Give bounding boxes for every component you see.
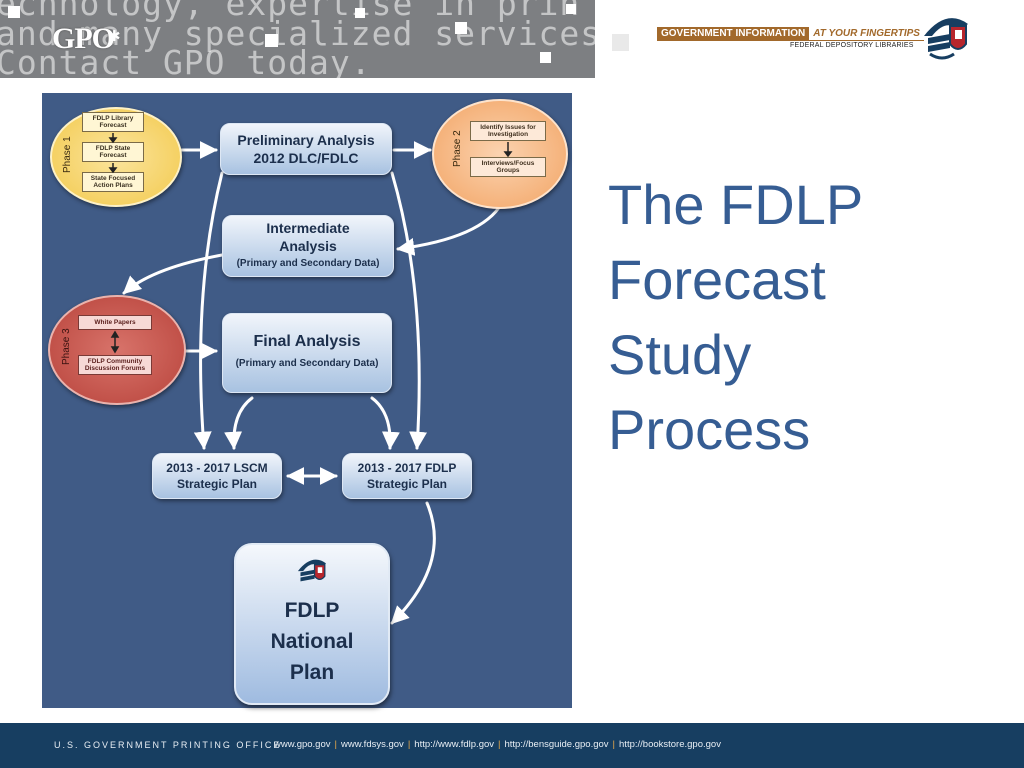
intermediate-line1: Intermediate (266, 220, 350, 236)
phase3-item-discussion-forums: FDLP Community Discussion Forums (78, 355, 152, 375)
lscm-strategic-plan-box: 2013 - 2017 LSCM Strategic Plan (152, 453, 282, 499)
header-banner: echnology, expertise in prin and many sp… (0, 0, 595, 78)
national-line1: FDLP (284, 599, 340, 622)
banner-text-line-2: and many specialized services. (0, 14, 595, 53)
title-line-4: Process (608, 398, 811, 461)
intermediate-sub: (Primary and Secondary Data) (236, 258, 380, 269)
preliminary-line1: Preliminary Analysis (237, 132, 375, 148)
diagram-connectors (122, 141, 504, 625)
fdlp-national-plan-box: FDLP National Plan (234, 543, 390, 705)
fdlp-plan-line2: Strategic Plan (366, 477, 448, 491)
banner-square (8, 6, 20, 18)
tagline-at-your-fingertips: AT YOUR FINGERTIPS (809, 27, 924, 41)
arrow-preliminary-to-fdlp-plan (390, 171, 428, 450)
banner-square (612, 34, 629, 51)
national-plan-text: FDLP National Plan (236, 595, 388, 688)
banner-square (355, 8, 365, 18)
national-line3: Plan (289, 661, 335, 684)
title-line-1: The FDLP (608, 173, 864, 236)
footer-link-fdlp[interactable]: http://www.fdlp.gov (414, 739, 495, 750)
fdlp-strategic-plan-box: 2013 - 2017 FDLP Strategic Plan (342, 453, 472, 499)
phase1-item-library-forecast: FDLP Library Forecast (82, 112, 144, 132)
footer-link-bookstore[interactable]: http://bookstore.gpo.gov (619, 739, 721, 750)
banner-square (566, 4, 576, 14)
phase2-item-interviews: Interviews/Focus Groups (470, 157, 546, 177)
fdl-tagline: GOVERNMENT INFORMATION AT YOUR FINGERTIP… (657, 27, 924, 41)
fdlp-plan-line1: 2013 - 2017 FDLP (357, 461, 457, 475)
slide-title: The FDLP Forecast Study Process (608, 167, 1008, 467)
footer-bar: U.S. GOVERNMENT PRINTING OFFICE www.gpo.… (0, 723, 1024, 768)
intermediate-line2: Analysis (279, 238, 337, 254)
tagline-government-information: GOVERNMENT INFORMATION (657, 27, 810, 41)
footer-separator: | (498, 739, 501, 750)
gpo-logo: GPO (52, 22, 115, 55)
phase2-item-identify-issues: Identify Issues for Investigation (470, 121, 546, 141)
arrow-fdlp-plan-to-national (390, 501, 436, 625)
phase-inner-arrows (108, 133, 513, 354)
arrow-preliminary-to-lscm (193, 171, 224, 450)
final-line1: Final Analysis (253, 333, 361, 350)
banner-square (265, 34, 278, 47)
footer-link-bensguide[interactable]: http://bensguide.gpo.gov (504, 739, 609, 750)
preliminary-analysis-box: Preliminary Analysis 2012 DLC/FDLC (220, 123, 392, 175)
intermediate-analysis-box: Intermediate Analysis (Primary and Secon… (222, 215, 394, 277)
arrow-final-to-fdlp-plan (370, 396, 400, 450)
arrow-final-to-lscm (224, 396, 254, 450)
title-line-3: Study (608, 323, 752, 386)
national-line2: National (270, 630, 354, 653)
fdl-eagle-logo-icon (924, 18, 968, 60)
gpo-star-icon: ✱ (108, 28, 121, 45)
banner-text-line-1: echnology, expertise in prin (0, 0, 581, 23)
preliminary-line2: 2012 DLC/FDLC (253, 150, 359, 166)
banner-text-line-3: Contact GPO today. (0, 43, 372, 78)
phase3-item-white-papers: White Papers (78, 315, 152, 330)
lscm-line2: Strategic Plan (176, 477, 258, 491)
footer-org-name: U.S. GOVERNMENT PRINTING OFFICE (54, 740, 282, 750)
banner-square (540, 52, 551, 63)
lscm-line1: 2013 - 2017 LSCM (166, 461, 268, 475)
banner-square (455, 22, 467, 34)
process-diagram: Phase 1 FDLP Library Forecast FDLP State… (42, 93, 572, 708)
arrow-phase2-to-intermediate (396, 201, 504, 256)
fdl-eagle-small-icon (297, 559, 327, 582)
footer-links: www.gpo.gov|www.fdsys.gov|http://www.fdl… (274, 739, 721, 750)
title-line-2: Forecast (608, 248, 826, 311)
footer-separator: | (612, 739, 616, 750)
tagline-federal-depository-libraries: FEDERAL DEPOSITORY LIBRARIES (790, 42, 914, 49)
footer-separator: | (334, 739, 337, 750)
footer-link-fdsys[interactable]: www.fdsys.gov (340, 739, 404, 750)
footer-link-gpo[interactable]: www.gpo.gov (274, 739, 331, 750)
final-analysis-box: Final Analysis (Primary and Secondary Da… (222, 313, 392, 393)
phase2-circle (432, 99, 568, 209)
footer-separator: | (407, 739, 411, 750)
final-sub: (Primary and Secondary Data) (235, 358, 379, 369)
